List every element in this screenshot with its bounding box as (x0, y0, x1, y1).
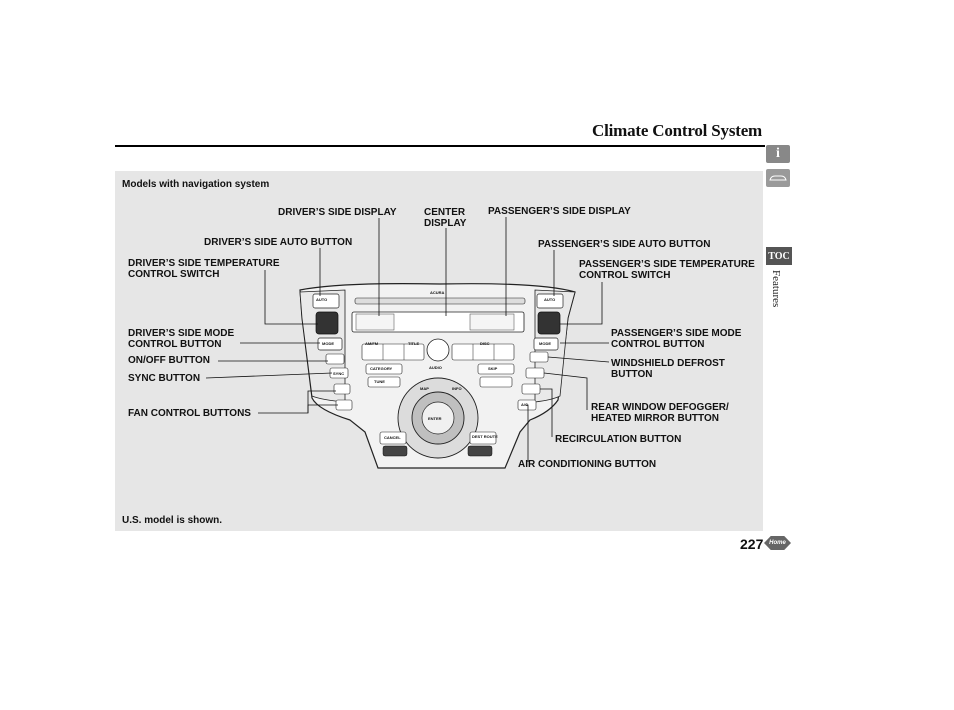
on-off-button[interactable] (325, 353, 345, 365)
fan-down-button[interactable] (335, 399, 353, 411)
skip-button[interactable] (477, 363, 515, 375)
unit-cancel: CANCEL (384, 435, 401, 440)
unit-driver-mode: MODE (322, 341, 334, 346)
unit-info: INFO (452, 386, 462, 391)
lower-left-button[interactable] (382, 445, 408, 457)
car-icon[interactable] (766, 169, 790, 187)
lower-right-button[interactable] (467, 445, 493, 457)
callout-center-display: CENTER DISPLAY (424, 207, 467, 229)
callout-drivers-side-display: DRIVER’S SIDE DISPLAY (278, 207, 397, 218)
callout-drivers-mode: DRIVER’S SIDE MODE CONTROL BUTTON (128, 328, 235, 350)
passenger-mode-button[interactable] (533, 337, 559, 351)
top-note: Models with navigation system (122, 179, 270, 190)
unit-driver-auto: AUTO (316, 297, 328, 302)
unit-title: TITLE (408, 341, 420, 346)
unit-brand: ACURA (430, 290, 445, 295)
callout-passengers-side-auto: PASSENGER’S SIDE AUTO BUTTON (538, 239, 711, 250)
drivers-side-display (355, 313, 395, 331)
dest-route-button[interactable] (469, 431, 497, 445)
volume-knob[interactable] (426, 338, 450, 362)
unit-skip: SKIP (488, 366, 498, 371)
callout-air-conditioning: AIR CONDITIONING BUTTON (518, 459, 657, 470)
callout-passengers-temp-switch: PASSENGER’S SIDE TEMPERATURE CONTROL SWI… (579, 259, 755, 281)
passenger-auto-button[interactable] (536, 293, 564, 309)
callout-drivers-temp-switch: DRIVER’S SIDE TEMPERATURE CONTROL SWITCH (128, 258, 280, 280)
info-icon[interactable]: i (766, 145, 790, 163)
page-number: 227 (740, 536, 764, 552)
unit-passenger-mode: MODE (539, 341, 551, 346)
passenger-temp-switch[interactable] (537, 311, 561, 335)
toc-button[interactable]: TOC (766, 247, 792, 265)
unit-dest-route: DEST ROUTE (472, 434, 498, 439)
page-title: Climate Control System (592, 121, 762, 140)
section-tab-features[interactable]: Features (770, 270, 782, 308)
unit-sync: SYNC (333, 371, 345, 376)
rear-defogger-button[interactable] (525, 367, 545, 379)
passengers-side-display (469, 313, 515, 331)
callout-leader-lines (205, 217, 610, 462)
unit-audio: AUDIO (429, 365, 442, 370)
callout-drivers-side-auto: DRIVER’S SIDE AUTO BUTTON (204, 237, 353, 248)
cancel-button[interactable] (379, 431, 407, 445)
unit-ac: A/C (521, 402, 528, 407)
callout-passengers-side-display: PASSENGER’S SIDE DISPLAY (488, 206, 631, 217)
windshield-defrost-button[interactable] (529, 351, 549, 363)
recirculation-button[interactable] (521, 383, 541, 395)
aux-button[interactable] (479, 376, 513, 388)
unit-disc: DISC (480, 341, 490, 346)
enter-button[interactable] (421, 401, 455, 435)
callout-sync: SYNC BUTTON (128, 373, 201, 384)
driver-mode-button[interactable] (317, 337, 343, 351)
unit-map: MAP (420, 386, 429, 391)
unit-category: CATEGORY (370, 366, 393, 371)
callout-rear-defogger: REAR WINDOW DEFOGGER/ HEATED MIRROR BUTT… (591, 402, 729, 424)
unit-enter: ENTER (428, 416, 442, 421)
callout-passengers-mode: PASSENGER’S SIDE MODE CONTROL BUTTON (611, 328, 742, 350)
bottom-note: U.S. model is shown. (122, 515, 223, 526)
preset-button-row (361, 343, 515, 361)
tune-button[interactable] (367, 376, 401, 388)
disc-slot (354, 297, 526, 305)
callout-recirculation: RECIRCULATION BUTTON (555, 434, 682, 445)
callout-windshield-defrost: WINDSHIELD DEFROST BUTTON (611, 358, 725, 380)
driver-temp-switch[interactable] (315, 311, 339, 335)
category-button[interactable] (365, 363, 403, 375)
driver-auto-button[interactable] (312, 293, 340, 309)
callout-fan-control: FAN CONTROL BUTTONS (128, 408, 251, 419)
car-glyph (769, 175, 787, 181)
unit-passenger-auto: AUTO (544, 297, 556, 302)
unit-am-fm: AM/FM (365, 341, 379, 346)
callout-on-off: ON/OFF BUTTON (128, 355, 211, 366)
title-rule (115, 145, 765, 147)
unit-tune: TUNE (374, 379, 385, 384)
home-button[interactable]: Home (764, 536, 791, 550)
fan-up-button[interactable] (333, 383, 351, 395)
